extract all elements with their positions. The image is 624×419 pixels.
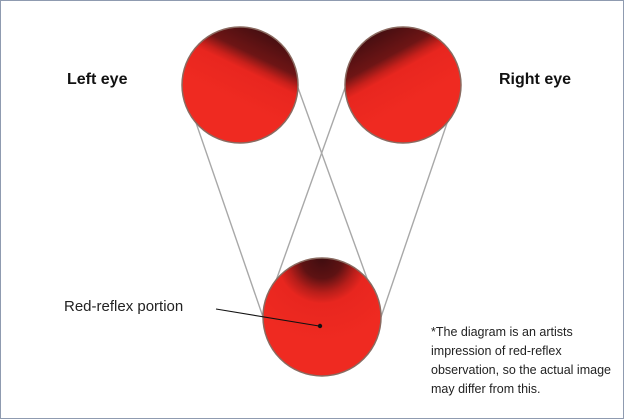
combined-reflex bbox=[263, 258, 381, 376]
left-eye-label: Left eye bbox=[67, 71, 127, 89]
left-eye-reflex bbox=[182, 27, 298, 143]
right-eye-label: Right eye bbox=[499, 71, 571, 89]
right-eye-reflex bbox=[345, 27, 461, 143]
portion-pointer-dot bbox=[318, 324, 322, 328]
red-reflex-portion-label: Red-reflex portion bbox=[64, 298, 183, 315]
diagram-footnote: *The diagram is an artists impression of… bbox=[431, 323, 617, 399]
